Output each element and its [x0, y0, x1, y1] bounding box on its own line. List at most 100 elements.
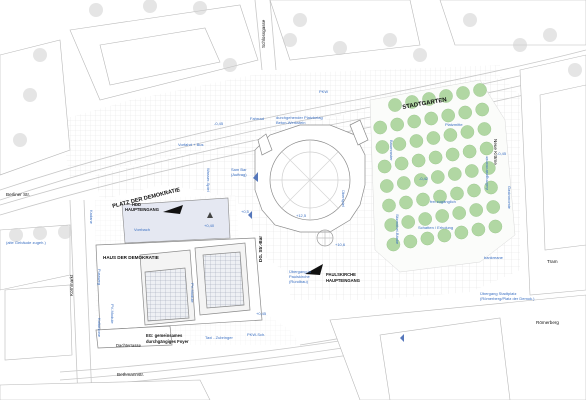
tree-icon [424, 111, 439, 126]
level-marker: +10,6 [335, 242, 346, 247]
level-marker: +0,40 [204, 223, 215, 228]
note-uebergang-pk-1: Übergang in [289, 269, 311, 274]
note-uebergang-pk-2: Paulskirche [289, 274, 310, 279]
tree-icon [481, 161, 496, 175]
tree-icon [418, 212, 433, 226]
tree-icon [390, 117, 405, 132]
street-tree-icon [283, 33, 297, 47]
note-schatten: Schatten / Erholung [418, 225, 454, 230]
street-tree-icon [513, 38, 527, 52]
haus-der-demokratie [95, 237, 263, 349]
direction-arrows [248, 172, 404, 342]
note-kulturzone: Kulturzone [97, 318, 102, 338]
foyer-line2: durchgängiges Foyer [146, 339, 189, 344]
paulskirche-entrance-line2: HAUPTEINGANG [326, 278, 360, 283]
level-marker: +0,45 [256, 311, 267, 316]
street-label-kornmarkt: Kornmarkt [69, 274, 74, 296]
foyer-line1: EG: gemeinsames [146, 333, 183, 338]
street-tree-icon [223, 58, 237, 72]
tree-icon [426, 131, 441, 145]
tree-icon [422, 92, 436, 106]
tree-icon [462, 144, 477, 159]
dachterrasse-label: Dachterrasse [116, 343, 141, 348]
tree-icon [409, 134, 424, 148]
note-uebergang-stadtplatz-2: (Römerberg/Platz der Demok.) [480, 296, 535, 301]
tree-icon [379, 179, 394, 193]
street-tree-icon [13, 133, 27, 147]
note-gebaeude: (alte Gebäude zugeh.) [6, 240, 46, 245]
tree-icon [375, 140, 390, 154]
tree-icon [488, 219, 503, 234]
tree-icon [471, 222, 486, 237]
tree-icon [386, 237, 401, 252]
street-tree-icon [383, 33, 397, 47]
tree-icon [430, 170, 445, 184]
tree-icon [373, 120, 388, 135]
note-fussweg: Fussweg [97, 269, 102, 286]
street-tree-icon [193, 1, 207, 15]
note-sam-bar-1: Sam Bar [231, 167, 247, 172]
note-platzmitte: Platzmitte [445, 122, 463, 127]
tree-icon [477, 122, 492, 136]
tree-icon [447, 167, 462, 181]
tree-icon [384, 218, 399, 232]
street-tree-icon [9, 228, 23, 242]
tree-icon [407, 114, 422, 129]
note-wasserspiel: Wasser-Spiel [206, 168, 211, 192]
street-label-roemerberg: Römerberg [536, 320, 559, 325]
street-tree-icon [143, 0, 157, 13]
tree-icon [469, 203, 484, 217]
level-marker: +0,5 [241, 209, 249, 214]
tree-icon [377, 159, 392, 174]
street-label-berliner: Berliner Str. [6, 192, 30, 197]
entrance-markers [163, 205, 323, 275]
tree-icon [394, 156, 409, 171]
street-tree-icon [293, 13, 307, 27]
note-kadane: Kadane [89, 210, 94, 224]
tree-icon [428, 150, 443, 165]
tree-icon [416, 192, 430, 207]
tree-icon [473, 83, 487, 97]
tree-icon [452, 206, 467, 220]
street-tree-icon [58, 225, 72, 239]
tree-icon [486, 200, 501, 214]
level-marker: -0,42 [419, 176, 429, 181]
tree-icon [445, 147, 460, 162]
note-uebergang-pk-3: (Rundbau) [289, 279, 308, 284]
tree-icon [403, 234, 418, 249]
tree-icon [405, 95, 419, 109]
street-label-bethmannstr: Bethmannstr. [117, 372, 145, 377]
note-vorfahrt: Vorfahrt + Bus [178, 142, 204, 147]
note-pv-2: PV-Module [190, 283, 195, 303]
tree-icon [456, 86, 470, 100]
tree-icon [437, 228, 452, 243]
tree-icon [441, 108, 456, 123]
hdd-forecourt [121, 197, 231, 244]
street-label-fahrrad: Fahrrad [250, 116, 265, 121]
note-uebergang-stadtplatz-1: Übergang Stadtplatz [480, 291, 517, 296]
tree-icon [475, 102, 490, 117]
tree-icon [399, 195, 413, 210]
place-label-haus: HAUS DER DEMOKRATIE [103, 255, 159, 260]
note-verbindung-2: Beton-Werkstein [276, 120, 306, 125]
paulskirche-entrance-line1: PAULSKIRCHE [326, 272, 356, 277]
level-marker: +12,5 [296, 213, 307, 218]
paulskirche [254, 119, 369, 247]
tree-icon [396, 176, 411, 190]
note-vorrbach: Vorrbach [134, 227, 151, 232]
street-label-schlossgasse: Schlossgasse [261, 19, 266, 48]
note-verbindung-1: durchgehender Platzbelag [276, 115, 323, 120]
tree-icon [413, 173, 428, 187]
level-marker: -0,45 [214, 121, 224, 126]
street-tree-icon [333, 41, 347, 55]
tree-icon [401, 215, 416, 229]
note-ueberspiel: Überspiel [341, 190, 346, 207]
street-tree-icon [89, 3, 103, 17]
level-marker: -0,45 [497, 151, 507, 156]
note-baumraster: Baumraster [389, 140, 394, 161]
note-baenke: Sitzmöbel-Bänke [395, 214, 400, 245]
street-label-pkw: PKW [319, 89, 329, 94]
tree-icon [450, 186, 464, 201]
